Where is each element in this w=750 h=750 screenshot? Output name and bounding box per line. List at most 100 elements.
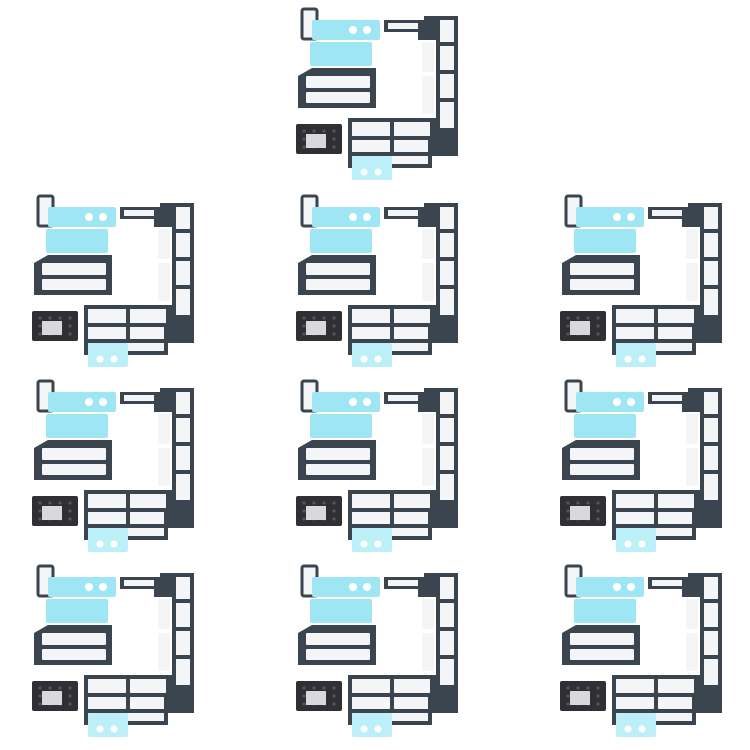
film-hole — [360, 168, 368, 176]
l-frame-cell — [130, 679, 166, 693]
l-frame-cell — [704, 474, 718, 500]
dark-pad-dot — [332, 501, 336, 505]
l-frame-cell — [658, 697, 692, 709]
dark-pad-dot — [566, 694, 570, 698]
sticker-set — [292, 6, 462, 186]
film-hole — [374, 540, 382, 548]
l-frame-cell — [658, 512, 692, 524]
dark-pad-window — [42, 691, 62, 705]
l-frame-cell — [422, 599, 434, 629]
blue-film-bottom — [88, 343, 128, 367]
blue-film-bottom — [616, 528, 656, 552]
l-frame-cell — [422, 229, 434, 259]
film-hole — [624, 725, 632, 733]
l-frame-cell — [176, 474, 190, 500]
dark-pad-dot — [302, 694, 306, 698]
l-frame-cell — [88, 327, 126, 339]
l-frame-cell — [440, 603, 454, 627]
left-pad-cell — [306, 76, 370, 88]
l-frame-cell — [352, 512, 390, 524]
dark-pad-dot — [38, 316, 42, 320]
l-frame-cell — [124, 580, 154, 586]
l-frame-cell — [440, 631, 454, 655]
dark-pad-dot — [566, 509, 570, 513]
l-frame-cell — [616, 309, 654, 323]
dark-pad-dot — [38, 686, 42, 690]
dark-pad-dot — [302, 517, 306, 521]
left-pad-cell — [306, 649, 370, 660]
dark-pad-dot — [38, 517, 42, 521]
l-frame-cell — [394, 122, 430, 136]
l-frame-cell — [176, 631, 190, 655]
film-hole — [363, 398, 371, 406]
dark-pad-dot — [302, 129, 306, 133]
sticker-set — [28, 193, 198, 373]
l-frame-cell — [440, 392, 454, 414]
dark-pad-window — [42, 321, 62, 335]
l-frame-cell — [440, 207, 454, 229]
film-hole — [349, 583, 357, 591]
l-frame-cell — [704, 631, 718, 655]
l-frame-cell — [158, 229, 170, 259]
dark-pad-dot — [566, 517, 570, 521]
dark-pad-dot — [596, 694, 600, 698]
film-hole — [85, 583, 93, 591]
dark-pad-window — [306, 691, 326, 705]
l-frame-cell — [422, 448, 434, 486]
dark-pad-dot — [566, 501, 570, 505]
dark-pad-dot — [596, 332, 600, 336]
l-frame-cell — [176, 392, 190, 414]
film-hole — [99, 213, 107, 221]
dark-pad-dot — [586, 501, 590, 505]
l-frame-cell — [88, 309, 126, 323]
l-frame-cell — [704, 233, 718, 257]
dark-pad-dot — [68, 702, 72, 706]
dark-pad-dot — [576, 686, 580, 690]
left-pad-cell — [306, 633, 370, 645]
l-frame-cell — [158, 448, 170, 486]
dark-pad-dot — [332, 686, 336, 690]
blue-film-middle — [310, 414, 372, 438]
blue-film-middle — [310, 42, 372, 66]
l-frame-cell — [686, 633, 698, 671]
blue-film-middle — [574, 414, 636, 438]
l-frame-cell — [158, 599, 170, 629]
l-frame-cell — [422, 76, 434, 114]
sticker-set-svg — [296, 379, 458, 552]
dark-pad-dot — [58, 501, 62, 505]
l-frame-cell — [422, 42, 434, 72]
left-pad-cell — [570, 448, 634, 460]
dark-pad-dot — [302, 324, 306, 328]
l-frame-cell — [352, 140, 390, 152]
film-hole — [374, 168, 382, 176]
dark-pad-dot — [596, 686, 600, 690]
dark-pad-dot — [68, 316, 72, 320]
l-frame-cell — [658, 309, 694, 323]
film-hole — [363, 583, 371, 591]
dark-pad-dot — [302, 332, 306, 336]
l-frame-cell — [88, 512, 126, 524]
l-frame-cell — [704, 659, 718, 685]
left-pad-cell — [570, 633, 634, 645]
film-hole — [638, 725, 646, 733]
blue-film-middle — [310, 599, 372, 623]
l-frame-cell — [422, 263, 434, 301]
dark-pad-dot — [332, 324, 336, 328]
dark-pad-dot — [596, 316, 600, 320]
dark-pad-dot — [332, 702, 336, 706]
dark-pad-dot — [332, 332, 336, 336]
l-frame-cell — [440, 289, 454, 315]
dark-pad-dot — [322, 686, 326, 690]
dark-pad-window — [306, 506, 326, 520]
blue-film-bottom — [352, 528, 392, 552]
dark-pad-dot — [68, 517, 72, 521]
sticker-set — [292, 193, 462, 373]
sticker-set — [556, 378, 726, 558]
left-pad-cell — [42, 649, 106, 660]
left-pad-cell — [570, 649, 634, 660]
dark-pad-dot — [38, 702, 42, 706]
l-frame-cell — [704, 577, 718, 599]
film-hole — [627, 398, 635, 406]
dark-pad-dot — [302, 137, 306, 141]
l-frame-cell — [176, 289, 190, 315]
